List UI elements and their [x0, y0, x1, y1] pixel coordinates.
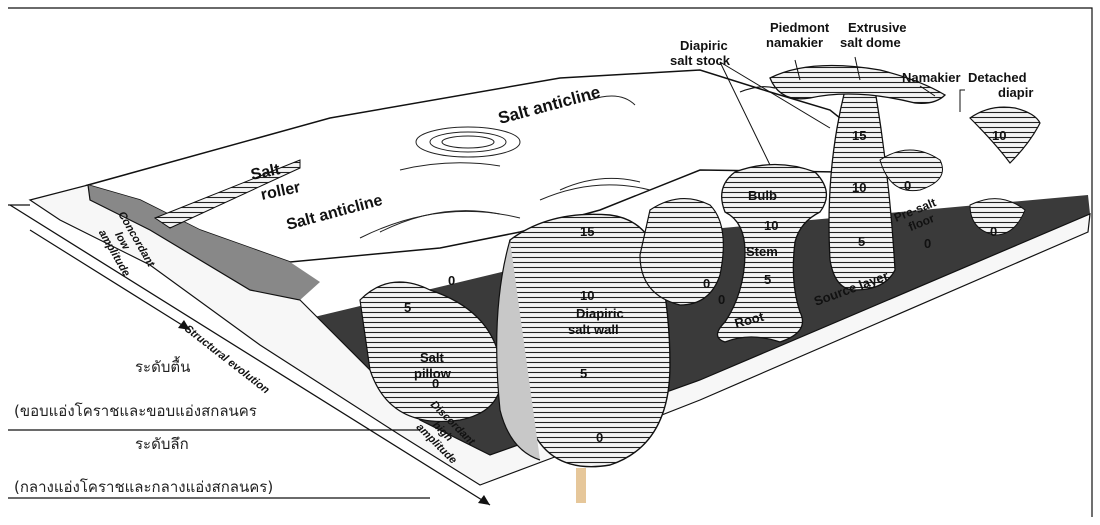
contour-right-0: 0	[990, 224, 997, 239]
namakier-label: Namakier	[902, 70, 961, 85]
stem-label: Stem	[746, 244, 778, 259]
contour-stem-5: 5	[764, 272, 771, 287]
svg-text:diapir: diapir	[998, 85, 1033, 100]
bulb-label: Bulb	[748, 188, 777, 203]
contour-bulb-10: 10	[764, 218, 778, 233]
contour-detached-10: 10	[992, 128, 1006, 143]
svg-text:salt dome: salt dome	[840, 35, 901, 50]
deep-title: ระดับลึก	[135, 435, 189, 453]
shallow-description: (ขอบแอ่งโคราชและขอบแอ่งสกลนคร	[14, 402, 257, 420]
salt-wall-label: Diapiric salt wall	[568, 306, 624, 337]
contour-dome-10: 10	[852, 180, 866, 195]
contour-wall-10: 10	[580, 288, 594, 303]
contour-dome-15: 15	[852, 128, 866, 143]
watermark-bar	[576, 468, 586, 503]
contour-pillow-0-lower: 0	[432, 376, 439, 391]
contour-wall-15: 15	[580, 224, 594, 239]
contour-dome-0-right: 0	[904, 178, 911, 193]
evolution-arrowhead	[478, 495, 490, 505]
deep-description: (กลางแอ่งโคราชและกลางแอ่งสกลนคร)	[14, 478, 273, 496]
piedmont-namakier-label: Piedmont namakier	[766, 20, 830, 50]
svg-text:Diapiric: Diapiric	[680, 38, 728, 53]
contour-root-0: 0	[718, 292, 725, 307]
contour-dome-5: 5	[858, 234, 865, 249]
right-hill-shape	[880, 150, 943, 191]
svg-text:Diapiric: Diapiric	[576, 306, 624, 321]
shallow-title: ระดับตื้น	[135, 356, 190, 376]
diapiric-salt-stock-label: Diapiric salt stock	[670, 38, 731, 68]
contour-floor-0: 0	[924, 236, 931, 251]
svg-text:salt stock: salt stock	[670, 53, 731, 68]
svg-text:Salt: Salt	[420, 350, 445, 365]
svg-text:Extrusive: Extrusive	[848, 20, 907, 35]
contour-mound-0: 0	[703, 276, 710, 291]
svg-text:Detached: Detached	[968, 70, 1027, 85]
contour-wall-0: 0	[596, 430, 603, 445]
svg-text:namakier: namakier	[766, 35, 823, 50]
extrusive-salt-dome-label: Extrusive salt dome	[840, 20, 907, 50]
contour-pillow-0-upper: 0	[448, 273, 455, 288]
contour-pillow-5: 5	[404, 300, 411, 315]
contour-wall-5: 5	[580, 366, 587, 381]
detached-diapir-label: Detached diapir	[968, 70, 1033, 100]
svg-text:salt wall: salt wall	[568, 322, 619, 337]
mound-shape	[640, 199, 723, 305]
svg-text:Piedmont: Piedmont	[770, 20, 830, 35]
